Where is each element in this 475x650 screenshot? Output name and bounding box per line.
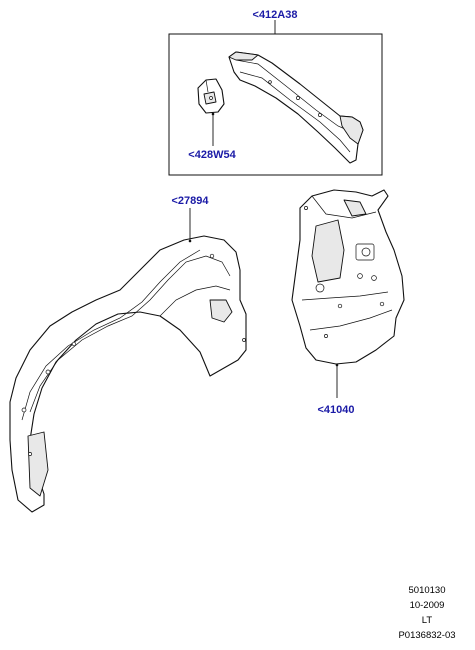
drawing-reference: P0136832-03 [398, 630, 456, 641]
callout-412A38[interactable]: <412A38 [253, 9, 298, 21]
drawing-date: 10-2009 [409, 600, 445, 611]
drawing-number: 5010130 [408, 585, 446, 596]
drawing-code: LT [421, 615, 433, 626]
part-428W54[interactable] [197, 78, 225, 114]
callout-27894[interactable]: <27894 [171, 195, 209, 207]
callout-428W54[interactable]: <428W54 [188, 149, 236, 161]
callout-41040[interactable]: <41040 [317, 404, 354, 416]
part-41040[interactable] [291, 189, 405, 365]
drawing-reference-block: 5010130 10-2009 LT P0136832-03 [387, 583, 467, 643]
part-412A38[interactable] [228, 51, 364, 164]
part-27894[interactable] [9, 235, 247, 513]
detail-frame [168, 33, 383, 176]
